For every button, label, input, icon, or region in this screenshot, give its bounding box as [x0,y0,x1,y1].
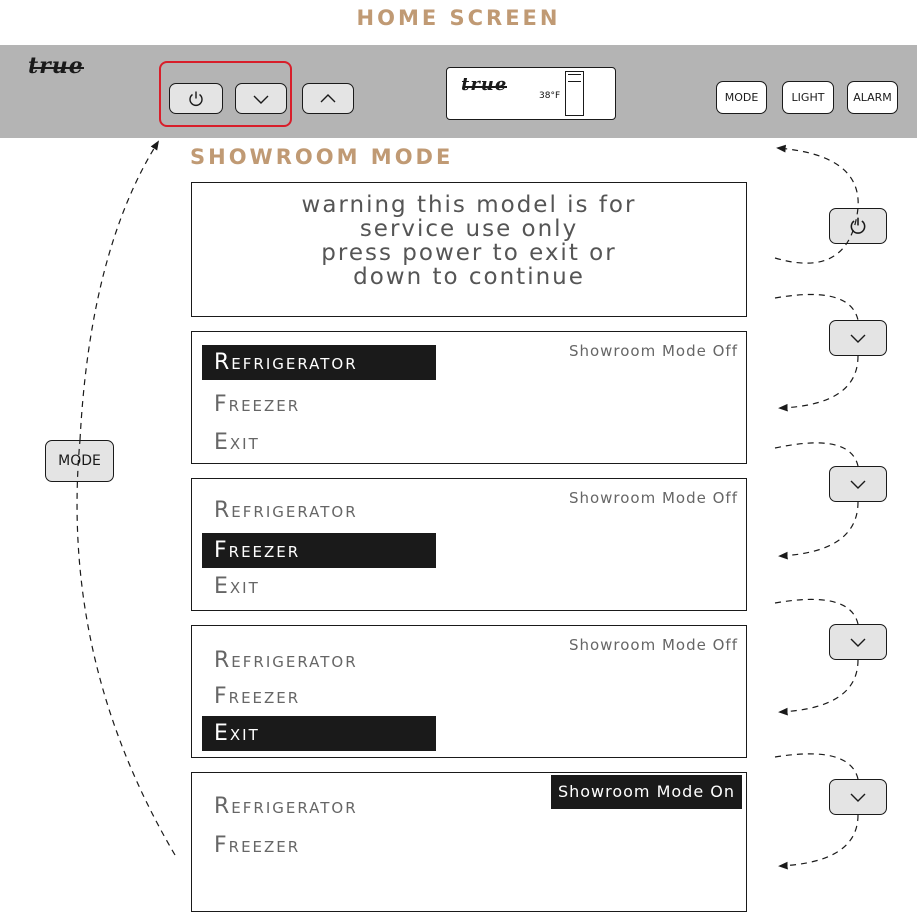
highlight-box [159,61,292,127]
warning-line: press power to exit or [321,240,617,266]
down-button-step[interactable] [829,779,887,815]
menu-item-refrigerator[interactable]: Refrigerator [214,794,358,819]
down-arrow-icon [850,334,866,343]
true-logo: true [28,53,84,79]
down-button-step[interactable] [829,466,887,502]
fridge-icon [565,71,584,116]
warning-screen: warning this model is for service use on… [191,182,747,317]
display-panel: true 38°F [446,67,616,120]
up-button[interactable] [302,83,354,114]
menu-item-freezer[interactable]: Freezer [202,533,436,568]
menu-item-refrigerator[interactable]: Refrigerator [214,498,358,523]
showroom-status: Showroom Mode Off [568,636,738,654]
down-arrow-icon [850,638,866,647]
warning-line: down to continue [353,264,585,290]
menu-screen-showroom-on: Refrigerator Freezer Showroom Mode On [191,772,747,912]
down-arrow-icon [253,95,269,104]
temperature-readout: 38°F [539,91,561,101]
display-logo: true [461,74,508,95]
side-mode-button[interactable]: MODE [45,440,114,482]
mode-flow-arrow-up [79,140,160,441]
down-arrow-icon [850,793,866,802]
down-button[interactable] [235,83,287,114]
down-button-step[interactable] [829,320,887,356]
down-button-step[interactable] [829,624,887,660]
power-button[interactable] [169,83,223,114]
menu-item-freezer[interactable]: Freezer [214,392,301,417]
alarm-button[interactable]: ALARM [847,81,898,114]
menu-item-exit[interactable]: Exit [202,716,436,751]
mode-flow-arrow [76,439,176,856]
menu-item-exit[interactable]: Exit [214,574,260,599]
power-button-step[interactable] [829,208,887,244]
warning-line: warning this model is for [301,192,637,218]
menu-item-freezer[interactable]: Freezer [214,833,301,858]
mode-button[interactable]: MODE [716,81,767,114]
showroom-status: Showroom Mode Off [568,342,738,360]
menu-screen-refrigerator: Refrigerator Freezer Exit Showroom Mode … [191,331,747,464]
power-icon [189,91,203,106]
menu-screen-freezer: Refrigerator Freezer Exit Showroom Mode … [191,478,747,611]
warning-line: service use only [359,216,579,242]
menu-item-refrigerator[interactable]: Refrigerator [214,648,358,673]
down-arrow-icon [850,480,866,489]
light-button[interactable]: LIGHT [782,81,834,114]
warning-text: warning this model is for service use on… [192,193,746,289]
power-flow-arrow [774,144,859,264]
power-icon [850,217,866,234]
menu-screen-exit: Refrigerator Freezer Exit Showroom Mode … [191,625,747,758]
menu-item-refrigerator[interactable]: Refrigerator [202,345,436,380]
menu-item-exit[interactable]: Exit [214,430,260,455]
showroom-status: Showroom Mode Off [568,489,738,507]
menu-item-freezer[interactable]: Freezer [214,684,301,709]
section-title: SHOWROOM MODE [190,145,454,169]
showroom-status-on: Showroom Mode On [550,775,742,809]
up-arrow-icon [320,93,336,102]
page-title: HOME SCREEN [356,6,561,30]
